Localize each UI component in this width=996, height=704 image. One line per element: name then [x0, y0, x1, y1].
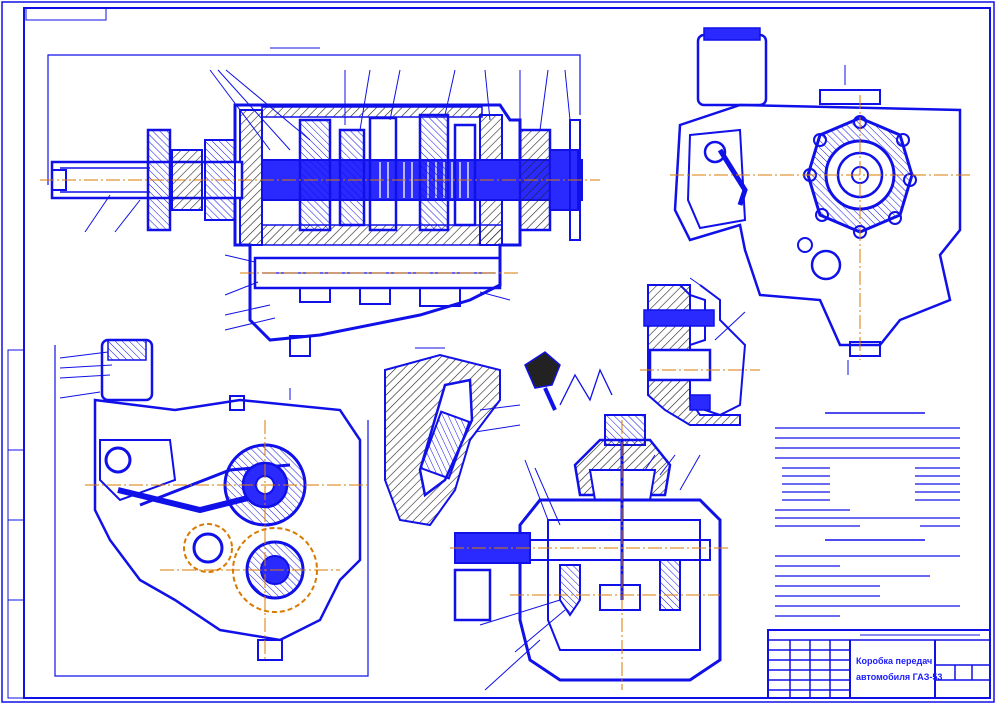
- cross-section-view: [54, 338, 369, 677]
- longitudinal-section-view: [47, 47, 583, 357]
- cross-section-leaders: [59, 351, 291, 400]
- title-line-2: автомобиля ГАЗ-53: [856, 672, 942, 682]
- small-section-detail: [640, 277, 760, 426]
- front-view: [673, 27, 962, 357]
- hatched-section-detail: [384, 347, 521, 527]
- front-view-axes: [670, 95, 970, 360]
- longitudinal-leaders: [84, 69, 571, 331]
- gearshift-leaders: [479, 454, 701, 691]
- gearshift-axes: [450, 420, 730, 690]
- front-view-leaders: [844, 65, 849, 375]
- title-block: [767, 629, 991, 699]
- technical-requirements-text: [775, 412, 960, 617]
- longitudinal-axis: [40, 179, 600, 274]
- cross-section-axes: [85, 420, 370, 660]
- title-line-1: Коробка передач: [856, 656, 932, 666]
